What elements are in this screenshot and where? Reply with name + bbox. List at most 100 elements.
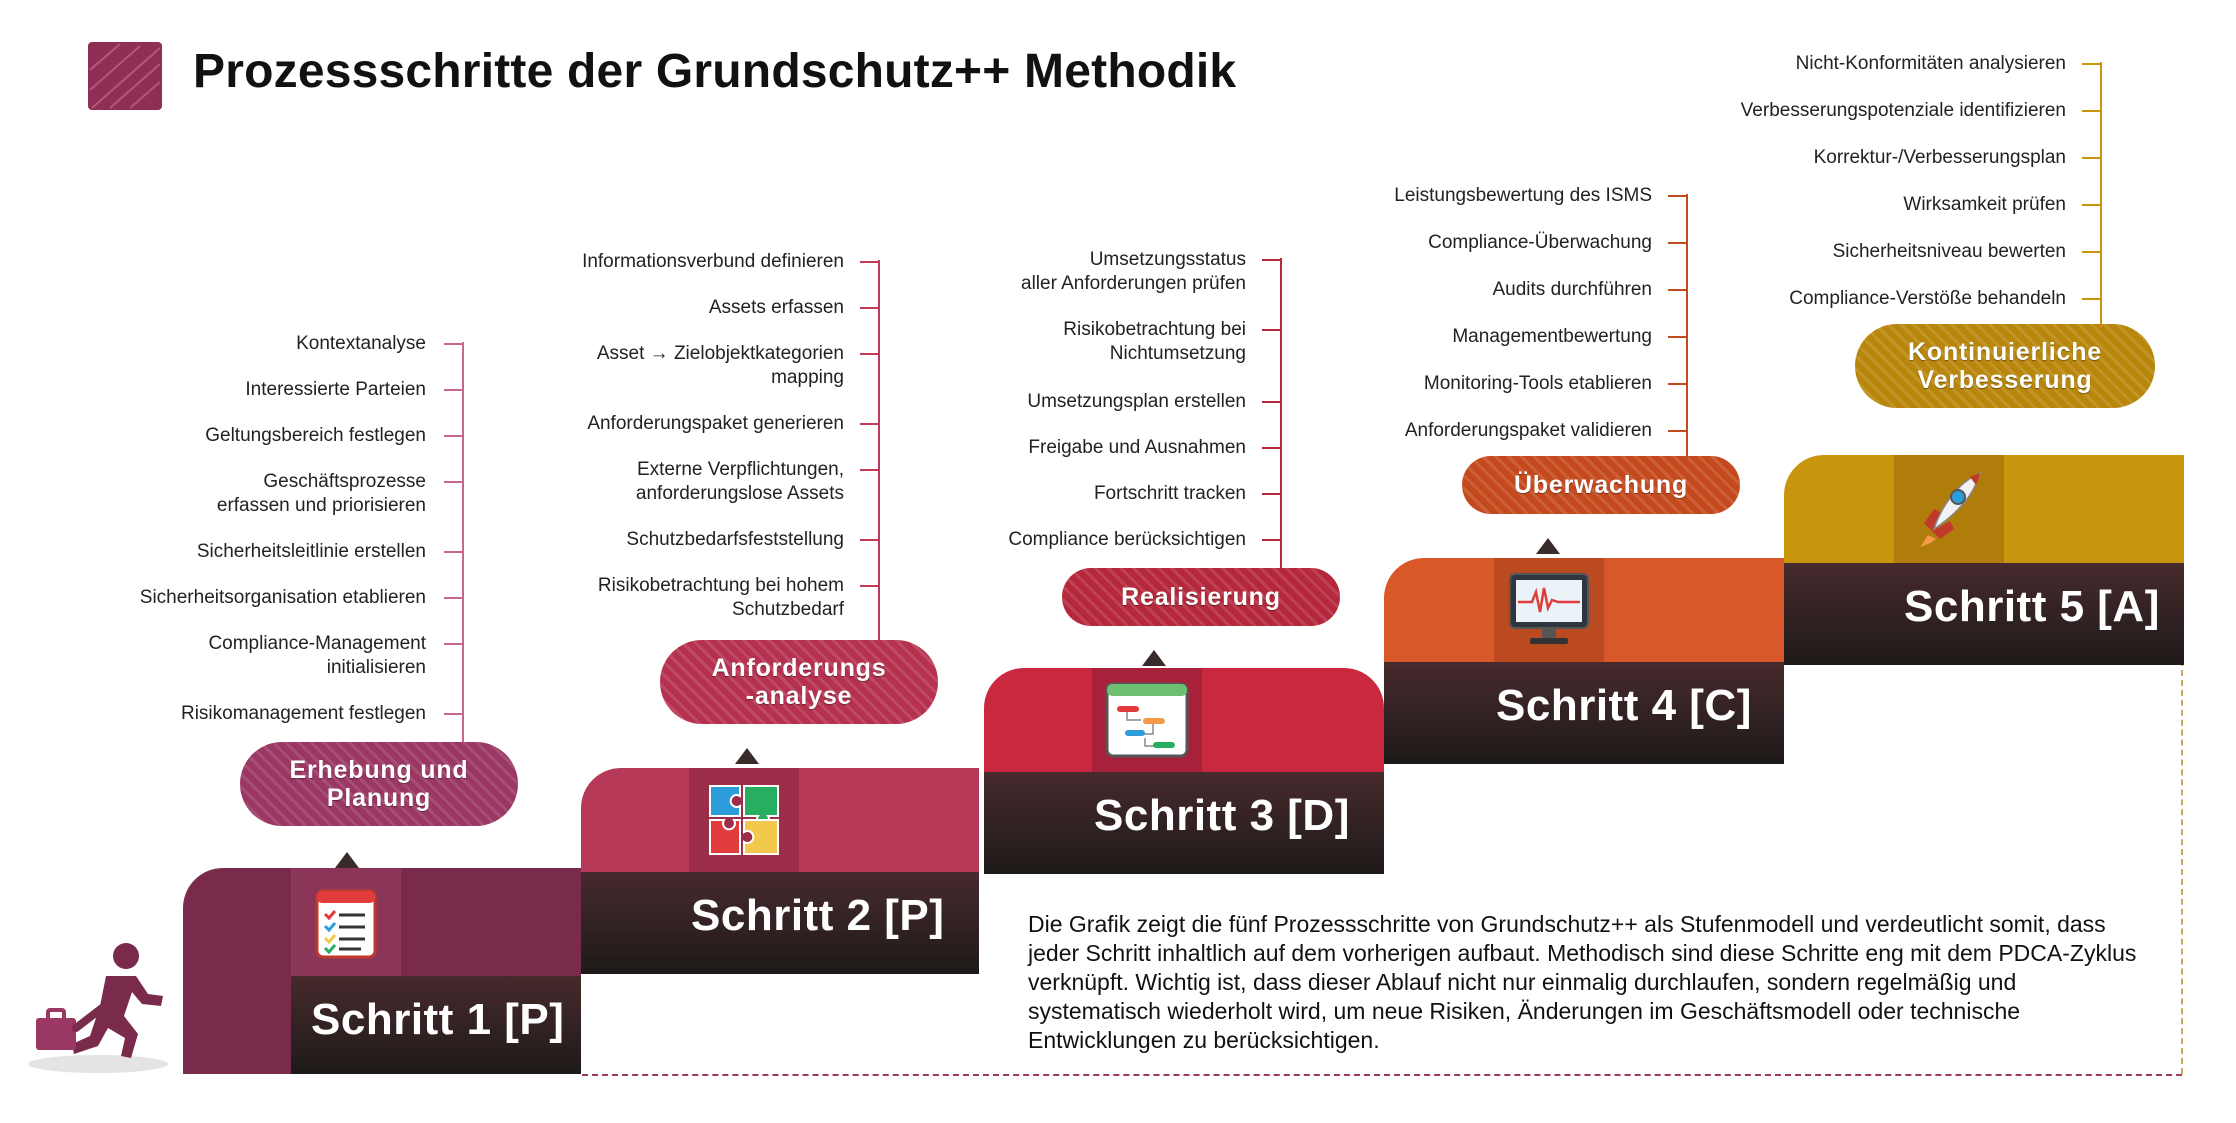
phase-2-item-6-text: Schutzbedarfsfeststellung: [626, 529, 844, 550]
phase-4-item-2: Compliance-Überwachung: [1428, 231, 1688, 255]
step-4-icon-box: [1494, 558, 1604, 662]
step-3-label: Schritt 3 [D]: [1094, 791, 1350, 840]
phase-5-item-2-text: Verbesserungspotenziale identifizieren: [1740, 100, 2066, 121]
phase-4-item-6: Anforderungspaket validieren: [1404, 419, 1688, 443]
step-3-icon-box: [1092, 668, 1202, 772]
phase-5-item-6: Compliance-Verstöße behandeln: [1789, 287, 2102, 311]
phase-5-item-5-text: Sicherheitsniveau bewerten: [1832, 241, 2066, 262]
phase-1-item-7-text: Compliance-Management initialisieren: [208, 633, 426, 678]
step-2-label-bar: [581, 872, 979, 974]
phase-3-item-4-tick: [1262, 447, 1282, 449]
description-text: Die Grafik zeigt die fünf Prozessschritt…: [1028, 911, 2137, 1053]
phase-2-item-7-tick: [860, 585, 880, 587]
phase-5-item-3: Korrektur-/Verbesserungsplan: [1814, 146, 2102, 170]
phase-2-item-5-tick: [860, 469, 880, 471]
phase-2-item-5: Externe Verpflichtungen, anforderungslos…: [635, 458, 880, 506]
phase-3-badge-text: Realisierung: [1121, 583, 1281, 611]
phase-1-item-3: Geltungsbereich festlegen: [205, 424, 464, 448]
phase-4-item-1: Leistungsbewertung des ISMS: [1394, 184, 1688, 208]
phase-2-item-1-tick: [860, 261, 880, 263]
phase-1-item-2: Interessierte Parteien: [245, 378, 464, 402]
phase-1-badge-text: Erhebung und Planung: [289, 756, 469, 812]
phase-5-item-2: Verbesserungspotenziale identifizieren: [1740, 99, 2102, 123]
phase-2-item-7: Risikobetrachtung bei hohem Schutzbedarf: [597, 574, 880, 622]
phase-1-list-spine: [462, 342, 464, 742]
phase-4-item-2-text: Compliance-Überwachung: [1428, 232, 1652, 253]
step-5-label-bar: [1784, 563, 2184, 665]
step-1-icon-box: [291, 868, 401, 976]
phase-1-item-3-tick: [444, 435, 464, 437]
phase-2-item-3-text: Asset → Zielobjektkategorien mapping: [596, 343, 844, 388]
phase-4-item-4: Managementbewertung: [1452, 325, 1688, 349]
step-4-label: Schritt 4 [C]: [1496, 681, 1752, 730]
running-person-icon: [28, 943, 168, 1073]
phase-4-item-3: Audits durchführen: [1492, 278, 1688, 302]
brand-logo: [88, 42, 162, 110]
phase-3-item-2: Risikobetrachtung bei Nichtumsetzung: [1063, 318, 1282, 366]
phase-2-item-3: Asset → Zielobjektkategorien mapping: [596, 342, 880, 390]
step-2-icon-box: [689, 768, 799, 872]
phase-1-pointer: [335, 852, 359, 868]
phase-3-item-3-tick: [1262, 401, 1282, 403]
phase-5-item-4: Wirksamkeit prüfen: [1903, 193, 2102, 217]
phase-2-item-4-text: Anforderungspaket generieren: [587, 413, 844, 434]
step-1-label-bar: [291, 976, 581, 1074]
phase-3-item-1: Umsetzungsstatus aller Anforderungen prü…: [1021, 248, 1282, 296]
phase-4-item-3-text: Audits durchführen: [1492, 279, 1653, 300]
step-3-label-bar: [984, 772, 1384, 874]
phase-2-list: Informationsverbund definieren Assets er…: [480, 250, 880, 642]
phase-3-item-5: Fortschritt tracken: [1093, 482, 1282, 506]
phase-4-item-4-tick: [1668, 336, 1688, 338]
baseline-divider: [582, 1074, 2182, 1076]
phase-5-item-1-text: Nicht-Konformitäten analysieren: [1795, 53, 2066, 74]
phase-5-item-2-tick: [2082, 110, 2102, 112]
phase-1-item-6-tick: [444, 597, 464, 599]
phase-1-item-4-tick: [444, 481, 464, 483]
phase-1-item-6-text: Sicherheitsorganisation etablieren: [139, 587, 426, 608]
checklist-icon: [315, 889, 377, 959]
step-4: Schritt 4 [C]: [1384, 558, 1784, 764]
phase-1-item-2-tick: [444, 389, 464, 391]
phase-3-badge: Realisierung: [1062, 568, 1340, 626]
phase-2-item-6-tick: [860, 539, 880, 541]
phase-1-item-7-tick: [444, 643, 464, 645]
phase-4-item-6-text: Anforderungspaket validieren: [1404, 420, 1652, 441]
step-5-label: Schritt 5 [A]: [1904, 582, 2160, 631]
phase-2-item-5-text: Externe Verpflichtungen, anforderungslos…: [635, 459, 844, 504]
rocket-icon: [1920, 471, 1982, 547]
phase-3-item-6-text: Compliance berücksichtigen: [1008, 529, 1246, 550]
phase-3-pointer: [1142, 650, 1166, 666]
phase-1-list: Kontextanalyse Interessierte Parteien Ge…: [60, 332, 464, 742]
monitor-icon: [1509, 573, 1589, 644]
puzzle-icon: [709, 785, 779, 855]
phase-3-item-5-text: Fortschritt tracken: [1093, 483, 1246, 504]
phase-3-item-1-text: Umsetzungsstatus aller Anforderungen prü…: [1021, 249, 1246, 294]
phase-3-item-6: Compliance berücksichtigen: [1008, 528, 1282, 552]
phase-3-item-2-text: Risikobetrachtung bei Nichtumsetzung: [1063, 319, 1246, 364]
phase-4-badge-text: Überwachung: [1513, 471, 1689, 499]
phase-5-list: Nicht-Konformitäten analysieren Verbesse…: [1680, 52, 2102, 328]
phase-2-item-4: Anforderungspaket generieren: [587, 412, 880, 436]
phase-1-item-1: Kontextanalyse: [296, 332, 464, 356]
phase-4-item-1-text: Leistungsbewertung des ISMS: [1394, 185, 1652, 206]
phase-3-item-3-text: Umsetzungsplan erstellen: [1027, 391, 1246, 412]
phase-3-item-3: Umsetzungsplan erstellen: [1027, 390, 1282, 414]
phase-5-item-4-tick: [2082, 204, 2102, 206]
phase-5-item-5: Sicherheitsniveau bewerten: [1832, 240, 2102, 264]
phase-3-item-4: Freigabe und Ausnahmen: [1028, 436, 1282, 460]
phase-1-item-8-tick: [444, 713, 464, 715]
phase-3-item-2-tick: [1262, 329, 1282, 331]
phase-4-item-5: Monitoring-Tools etablieren: [1423, 372, 1688, 396]
phase-4-item-5-text: Monitoring-Tools etablieren: [1423, 373, 1652, 394]
phase-2-list-spine: [878, 260, 880, 642]
phase-1-item-8-text: Risikomanagement festlegen: [180, 703, 426, 724]
phase-2-item-1-text: Informationsverbund definieren: [582, 251, 844, 272]
phase-2-item-2: Assets erfassen: [708, 296, 880, 320]
phase-4-list-spine: [1686, 194, 1688, 462]
phase-2-item-2-text: Assets erfassen: [708, 297, 844, 318]
phase-1-item-3-text: Geltungsbereich festlegen: [205, 425, 426, 446]
phase-2-item-7-text: Risikobetrachtung bei hohem Schutzbedarf: [597, 575, 844, 620]
phase-4-item-5-tick: [1668, 383, 1688, 385]
phase-5-item-3-tick: [2082, 157, 2102, 159]
phase-4-item-6-tick: [1668, 430, 1688, 432]
